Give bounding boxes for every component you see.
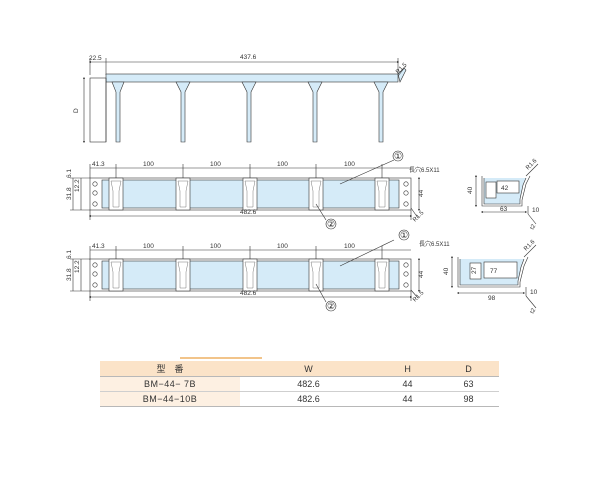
f7-dim-pitch-1: 100 — [143, 161, 154, 168]
f10-hole-note: 長穴6.5X11 — [419, 240, 450, 248]
f10-dim-pitch-2: 100 — [210, 243, 221, 250]
top-dim-offset: 22.5 — [89, 55, 102, 62]
f10-corner-note: R1.5 — [412, 290, 426, 304]
spec-header-row: 型 番 W H D — [100, 361, 499, 377]
s7-dim-r: R1.6 — [525, 158, 539, 172]
h-cell: 44 — [377, 376, 439, 392]
header-w: W — [240, 361, 378, 377]
table-row: BM−44−10B 482.6 44 98 — [100, 391, 499, 407]
f10-dim-pitch-3: 100 — [277, 243, 288, 250]
f7-dim-first: 41.3 — [92, 161, 105, 168]
s10-dim-inner2: 77 — [490, 268, 498, 275]
w-cell: 482.6 — [240, 376, 378, 392]
top-dim-length: 437.6 — [240, 54, 257, 61]
f7-dim-height: 44 — [418, 189, 425, 197]
side-view-7b — [474, 163, 539, 225]
f7-callout-1: ① — [394, 151, 402, 161]
f10-callout-1: ① — [400, 230, 408, 240]
f7-dim-total: 482.6 — [240, 209, 257, 216]
table-accent-bar — [180, 357, 262, 359]
s10-dim-height: 40 — [443, 267, 450, 275]
f7-corner-note: R1.5 — [412, 210, 426, 224]
s7-dim-inner: 42 — [501, 185, 509, 192]
header-h: H — [377, 361, 439, 377]
f10-dim-h2: 31.8 — [66, 268, 73, 281]
front-7b-brackets — [108, 177, 390, 211]
f10-dim-h3: 12.2 — [74, 260, 81, 273]
table-row: BM−44− 7B 482.6 44 63 — [100, 376, 499, 392]
s10-dim-inner1: 27 — [471, 266, 478, 274]
s7-dim-depth: 63 — [500, 206, 508, 213]
f7-dim-h2: 31.8 — [66, 187, 73, 200]
header-d: D — [438, 361, 499, 377]
f7-dim-pitch-2: 100 — [210, 161, 221, 168]
s7-dim-t: t2 — [530, 223, 538, 231]
f10-dim-pitch-4: 100 — [344, 243, 355, 250]
s10-dim-t: t2 — [530, 307, 538, 315]
f10-dim-height: 44 — [418, 270, 425, 278]
d-cell: 63 — [438, 376, 499, 392]
h-cell: 44 — [377, 391, 439, 407]
f7-dim-pitch-3: 100 — [277, 161, 288, 168]
d-cell: 98 — [438, 391, 499, 407]
f10-callout-2: ② — [327, 301, 335, 311]
front-10b-brackets — [108, 258, 390, 292]
s10-dim-depth: 98 — [488, 295, 496, 302]
s10-dim-flange: 10 — [530, 289, 538, 296]
s10-dim-r: R1.6 — [523, 239, 537, 253]
model-cell: BM−44−10B — [100, 391, 240, 407]
f7-dim-h1: 6.1 — [66, 169, 73, 178]
f7-dim-pitch-4: 100 — [344, 161, 355, 168]
spec-table: 型 番 W H D BM−44− 7B 482.6 44 63 BM−44−10… — [100, 361, 499, 407]
f10-dim-h1: 6.1 — [66, 250, 73, 259]
top-dim-depth: D — [73, 108, 80, 113]
top-view — [82, 58, 407, 144]
front-view-10b — [70, 229, 421, 312]
f7-dim-h3: 12.2 — [74, 179, 81, 192]
front-view-7b — [70, 150, 421, 230]
header-model: 型 番 — [100, 361, 240, 377]
f10-dim-pitch-1: 100 — [143, 243, 154, 250]
f10-dim-first: 41.3 — [92, 243, 105, 250]
model-cell: BM−44− 7B — [100, 376, 240, 392]
f10-dim-total: 482.6 — [240, 290, 257, 297]
f7-callout-2: ② — [327, 219, 335, 229]
s7-dim-flange: 10 — [532, 207, 540, 214]
s7-dim-height: 40 — [467, 186, 474, 194]
f7-hole-note: 長穴6.5X11 — [409, 166, 440, 174]
top-view-legs — [111, 81, 389, 143]
side-view-10b — [450, 244, 537, 309]
w-cell: 482.6 — [240, 391, 378, 407]
